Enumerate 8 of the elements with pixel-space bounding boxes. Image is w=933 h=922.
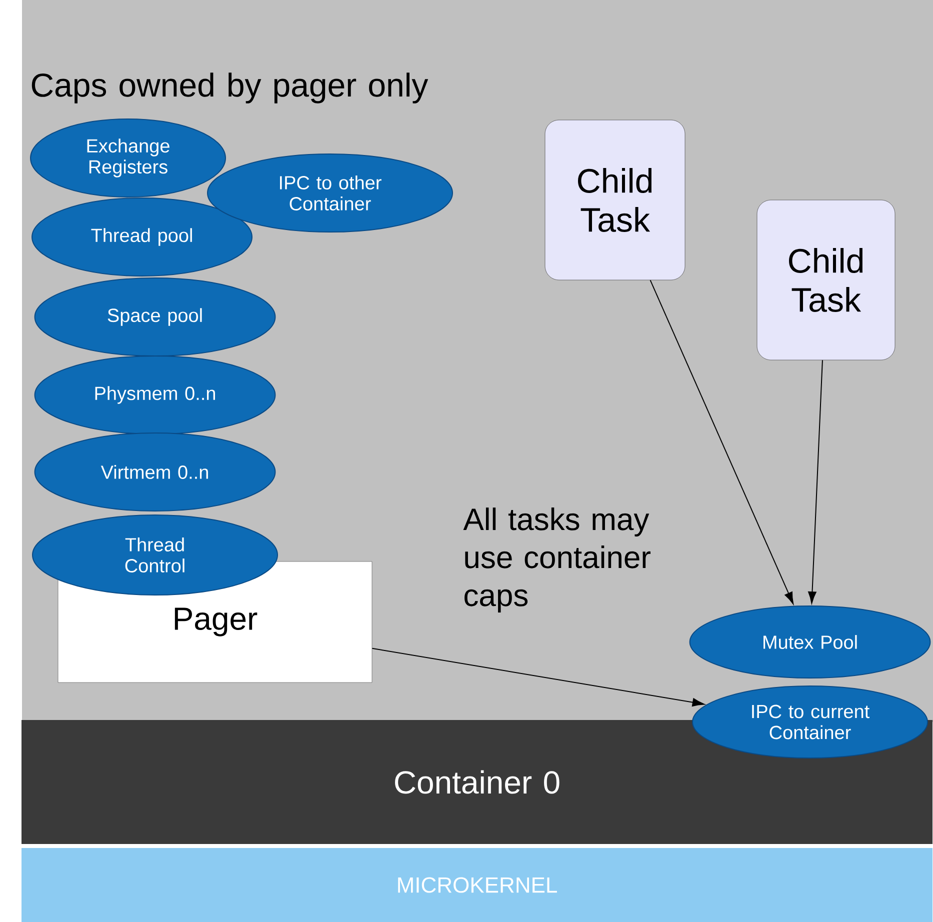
task-box: Child Task [544, 120, 686, 280]
note-text: All tasks may use container caps [463, 508, 650, 612]
arrow [650, 280, 794, 604]
arrow [808, 360, 823, 604]
note-text: Caps owned by pager only [32, 72, 428, 104]
kernel-band: MICROKERNEL [22, 848, 932, 922]
task-box: Child Task [756, 200, 896, 360]
arrow [372, 648, 704, 706]
